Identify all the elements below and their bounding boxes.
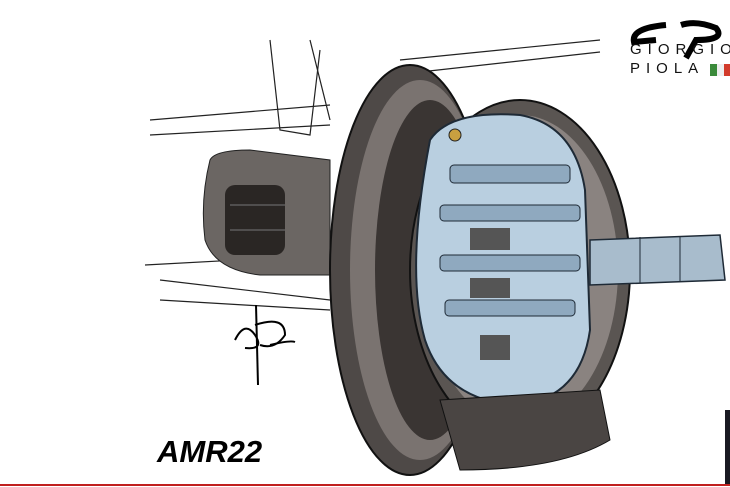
edge-bar [725, 410, 730, 484]
brake-caliper [415, 113, 592, 407]
brake-duct [202, 149, 331, 276]
flag-red [724, 64, 730, 76]
lower-bracket [439, 389, 611, 471]
logo-text-piola: PIOLA [630, 60, 705, 77]
artist-signature [234, 304, 296, 386]
logo-text-giorgio: GIORGIO [630, 41, 730, 58]
giorgio-piola-logo-mark [630, 20, 722, 60]
driveshaft [589, 234, 726, 286]
suspension-arms [144, 39, 601, 311]
accent-line [0, 484, 730, 486]
car-model-title: AMR22 [157, 434, 263, 469]
flag-white [717, 64, 724, 76]
flag-green [710, 64, 717, 76]
